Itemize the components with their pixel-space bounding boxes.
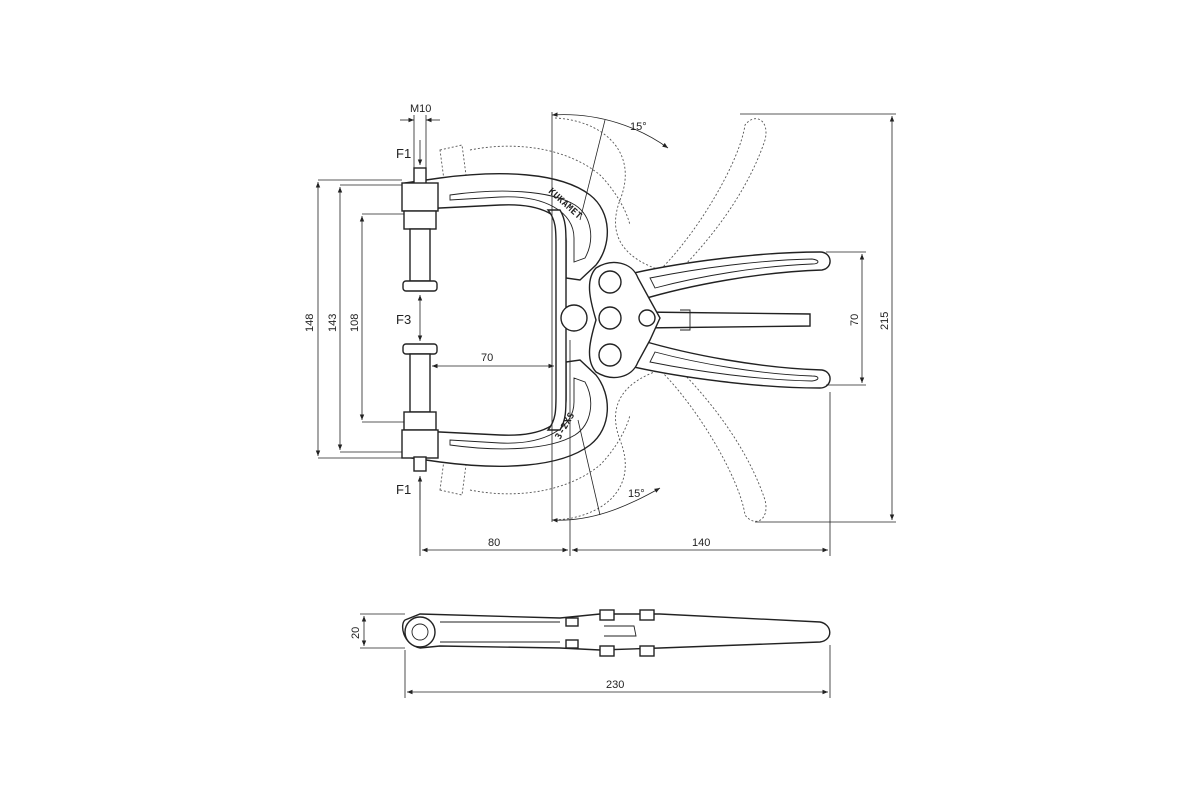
force-label-top: F1	[396, 146, 411, 161]
clamp-frame-lower	[404, 359, 608, 467]
pivot-pin-bottom	[598, 343, 622, 367]
force-label-bottom: F1	[396, 482, 411, 497]
spindle-assembly	[401, 167, 439, 472]
force-arrow-mid: F3	[396, 295, 423, 341]
handle-lower	[623, 339, 831, 389]
angle-label-bottom: 15°	[628, 488, 645, 500]
dim-height-inner-label: 108	[349, 314, 361, 332]
angle-arc-bottom: 15°	[551, 419, 661, 523]
dim-throat: 70	[432, 352, 554, 369]
pivot-pin-main	[560, 304, 588, 332]
dim-thickness-label: 20	[350, 627, 362, 639]
dim-height-outer-label: 148	[304, 314, 316, 332]
dim-height-outer: 148	[304, 179, 402, 459]
angle-label-top: 15°	[630, 121, 647, 133]
side-view	[402, 609, 831, 657]
dim-base-to-pivot-label: 80	[488, 537, 500, 549]
force-label-mid: F3	[396, 312, 411, 327]
frame-spine	[546, 209, 567, 431]
dim-height-jaw: 143	[327, 184, 402, 453]
dim-thickness: 20	[350, 613, 405, 649]
dim-height-jaw-label: 143	[327, 314, 339, 332]
dim-overall-open: 215	[740, 113, 896, 523]
force-arrow-top: F1	[396, 140, 423, 165]
force-arrow-bottom: F1	[396, 476, 423, 500]
dim-overall-open-label: 215	[879, 312, 891, 330]
dim-handle-spread: 70	[826, 251, 866, 386]
dim-thread: M10	[400, 103, 440, 170]
handle-upper	[623, 251, 831, 301]
pivot-pin-lever	[638, 309, 656, 327]
dim-overall-length: 230	[404, 645, 831, 698]
dim-overall-length-label: 230	[606, 679, 624, 691]
dim-handle-length-label: 140	[692, 537, 710, 549]
clamp-frame-upper	[404, 173, 608, 281]
dim-handle-spread-label: 70	[849, 314, 861, 326]
dim-height-inner: 108	[349, 213, 404, 423]
release-lever	[639, 309, 811, 331]
pivot-pin-top	[598, 270, 622, 294]
dim-base-to-pivot: 80	[419, 340, 571, 556]
dim-handle-length: 140	[572, 392, 831, 556]
dim-throat-label: 70	[481, 352, 493, 364]
pivot-pin-center	[598, 306, 622, 330]
dim-thread-label: M10	[410, 103, 431, 115]
angle-arc-top: 15°	[551, 112, 669, 221]
